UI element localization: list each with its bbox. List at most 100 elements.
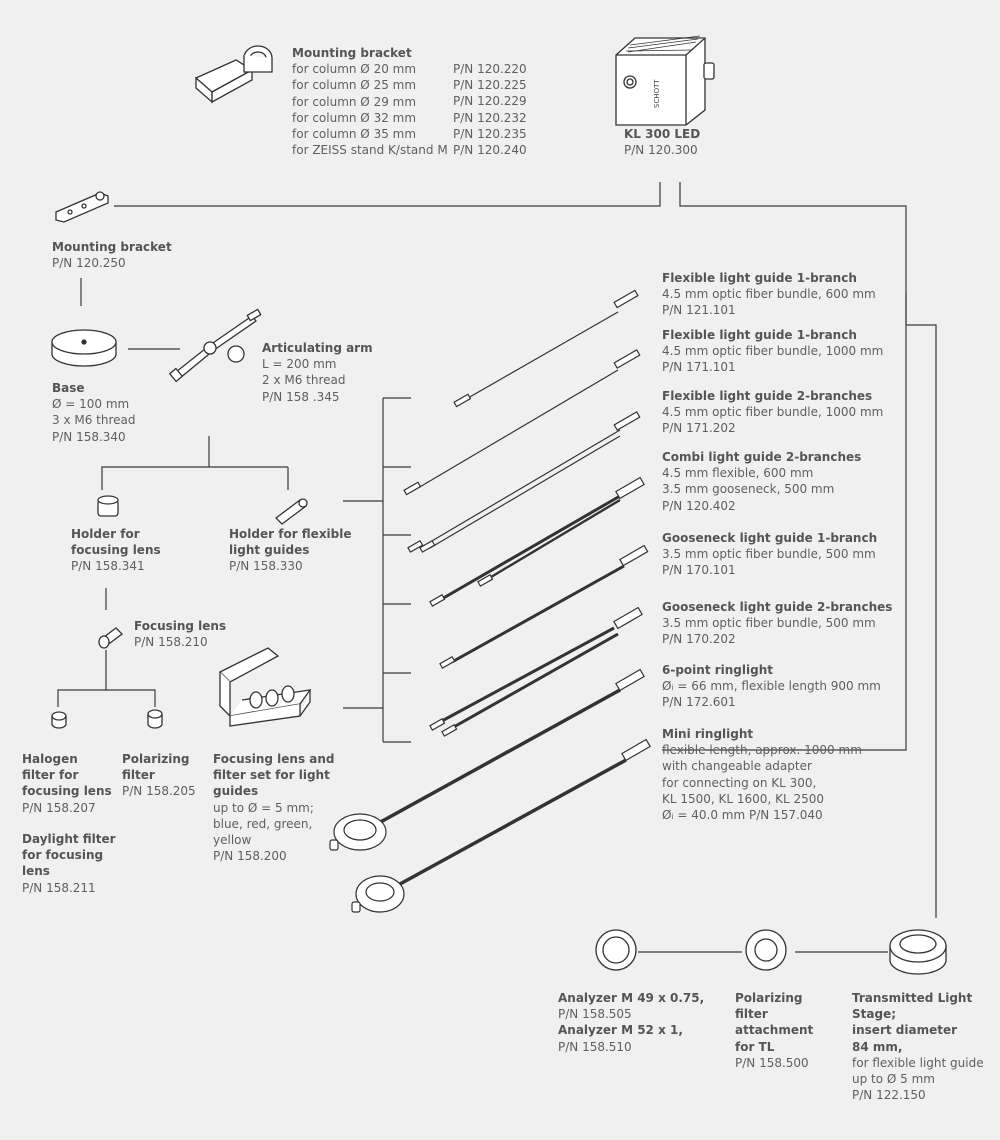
daylight-pn: P/N 158.211 xyxy=(22,880,96,895)
guide-2-cable xyxy=(417,369,619,489)
analyzer-icon xyxy=(595,929,637,971)
guide-4-cable xyxy=(439,494,621,602)
mounting-bracket-top-icon xyxy=(194,45,273,104)
bracket-column-zeiss: for ZEISS stand K/stand M xyxy=(292,143,448,158)
bracket-pn-20: P/N 120.220 xyxy=(453,62,527,76)
halogen-title: Halogen xyxy=(22,752,78,766)
holder-lens-label: Holder for focusing lens P/N 158.341 xyxy=(71,526,161,575)
guide-line: for connecting on KL 300, xyxy=(662,775,817,790)
bracket-pn-32: P/N 120.232 xyxy=(453,110,527,125)
halogen-title: filter for xyxy=(22,768,79,783)
holder-lens-icon xyxy=(97,495,119,517)
lens-set-title: filter set for light xyxy=(213,768,330,783)
guide-line: Øᵢ = 66 mm, flexible length 900 mm xyxy=(662,679,881,694)
kl300-label: KL 300 LED P/N 120.300 xyxy=(624,126,700,158)
guide-line: P/N 170.202 xyxy=(662,632,736,647)
guide-label: Gooseneck light guide 1-branch 3.5 mm op… xyxy=(662,530,877,579)
arm-line: P/N 158 .345 xyxy=(262,389,340,404)
mounting-bracket-top-label: Mounting bracket for column Ø 20 mm for … xyxy=(292,45,448,158)
guide-title: Mini ringlight xyxy=(662,727,754,741)
base-icon xyxy=(51,329,117,367)
guide-label: 6-point ringlight Øᵢ = 66 mm, flexible l… xyxy=(662,662,881,711)
lens-set-title: Focusing lens and xyxy=(213,752,335,766)
guide-3-cable-a xyxy=(419,429,621,549)
bracket-pn-zeiss: P/N 120.240 xyxy=(453,143,527,158)
guide-label: Flexible light guide 1-branch 4.5 mm opt… xyxy=(662,270,876,319)
mounting-bracket-left-label: Mounting bracket P/N 120.250 xyxy=(52,239,172,271)
tl-stage-title: Stage; xyxy=(852,1007,897,1022)
bracket-column-29: for column Ø 29 mm xyxy=(292,94,417,109)
guide-line: KL 1500, KL 1600, KL 2500 xyxy=(662,791,824,806)
analyzer-pn: P/N 158.510 xyxy=(558,1039,632,1054)
guide-line: 4.5 mm optic fiber bundle, 1000 mm xyxy=(662,344,884,359)
bracket-pn-35: P/N 120.235 xyxy=(453,126,527,141)
pol-tl-pn: P/N 158.500 xyxy=(735,1055,809,1070)
guide-line: with changeable adapter xyxy=(662,759,812,774)
tl-stage-line: P/N 122.150 xyxy=(852,1088,926,1103)
lens-set-line: blue, red, green, xyxy=(213,816,313,831)
polarizing-title: filter xyxy=(122,768,155,783)
guide-title: Flexible light guide 1-branch xyxy=(662,328,857,342)
polarizing-filter-icon xyxy=(147,709,163,729)
connector-right-stage xyxy=(906,324,937,918)
polarizing-pn: P/N 158.205 xyxy=(122,784,196,799)
base-line: Ø = 100 mm xyxy=(52,397,130,412)
guide-line: P/N 170.101 xyxy=(662,563,736,578)
guide-title: Combi light guide 2-branches xyxy=(662,450,862,464)
analyzer-pn: P/N 158.505 xyxy=(558,1007,632,1022)
kl300-led-icon xyxy=(615,35,715,126)
guide-title: Flexible light guide 1-branch xyxy=(662,271,857,285)
analyzer-label: Analyzer M 49 x 0.75, P/N 158.505 Analyz… xyxy=(558,990,704,1055)
analyzer-title: Analyzer M 49 x 0.75, xyxy=(558,991,705,1005)
lens-set-box-icon xyxy=(218,647,312,727)
focusing-lens-icon xyxy=(98,627,123,649)
guide-line: P/N 172.601 xyxy=(662,695,736,710)
base-line: 3 x M6 thread xyxy=(52,413,136,428)
lens-set-line: up to Ø = 5 mm; xyxy=(213,800,314,815)
kl300-title: KL 300 LED xyxy=(624,127,701,141)
bracket-column-25: for column Ø 25 mm xyxy=(292,78,417,93)
guide-line: P/N 121.101 xyxy=(662,303,736,318)
mounting-bracket-top-title: Mounting bracket xyxy=(292,46,412,60)
arm-title: Articulating arm xyxy=(262,341,373,355)
connector-arm-holders xyxy=(101,436,210,490)
guide-title: Gooseneck light guide 2-branches xyxy=(662,600,893,614)
guide-label: Flexible light guide 1-branch 4.5 mm opt… xyxy=(662,327,883,376)
connector-lens-filters xyxy=(57,650,107,707)
base-title: Base xyxy=(52,381,85,395)
daylight-label: Daylight filter for focusing lens P/N 15… xyxy=(22,831,116,896)
lens-set-label: Focusing lens and filter set for light g… xyxy=(213,751,335,864)
arm-label: Articulating arm L = 200 mm 2 x M6 threa… xyxy=(262,340,373,405)
guide-line: 3.5 mm gooseneck, 500 mm xyxy=(662,482,835,497)
polarizing-title: Polarizing xyxy=(122,752,190,766)
halogen-label: Halogen filter for focusing lens P/N 158… xyxy=(22,751,112,816)
holder-lens-title: focusing lens xyxy=(71,543,161,558)
guide-title: Gooseneck light guide 1-branch xyxy=(662,531,878,545)
holder-lens-pn: P/N 158.341 xyxy=(71,559,145,574)
guide-8-cable xyxy=(399,758,627,886)
polarizing-attachment-icon xyxy=(745,929,787,971)
arm-line: 2 x M6 thread xyxy=(262,373,346,388)
daylight-title: lens xyxy=(22,864,50,879)
holder-lens-title: Holder for xyxy=(71,527,140,541)
halogen-title: focusing lens xyxy=(22,784,112,799)
guide-line: 3.5 mm optic fiber bundle, 500 mm xyxy=(662,616,876,631)
bracket-column-32: for column Ø 32 mm xyxy=(292,110,417,125)
pol-tl-title: for TL xyxy=(735,1039,775,1054)
holder-guides-title: Holder for flexible xyxy=(229,527,352,541)
base-line: P/N 158.340 xyxy=(52,429,126,444)
pol-tl-title: filter xyxy=(735,1007,768,1022)
analyzer-title: Analyzer M 52 x 1, xyxy=(558,1023,683,1038)
guide-line: 4.5 mm optic fiber bundle, 600 mm xyxy=(662,287,876,302)
guide-line: flexible length, approx. 1000 mm xyxy=(662,743,862,758)
holder-guides-label: Holder for flexible light guides P/N 158… xyxy=(229,526,352,575)
holder-guides-pn: P/N 158.330 xyxy=(229,559,303,574)
guide-line: P/N 171.202 xyxy=(662,421,736,436)
guide-label: Gooseneck light guide 2-branches 3.5 mm … xyxy=(662,599,892,648)
guide-1-cable xyxy=(467,311,619,399)
connector-kl300-bracket xyxy=(114,182,661,207)
connector-lines xyxy=(57,182,937,953)
pol-tl-label: Polarizing filter attachment for TL P/N … xyxy=(735,990,813,1071)
tl-stage-title: 84 mm, xyxy=(852,1039,903,1054)
